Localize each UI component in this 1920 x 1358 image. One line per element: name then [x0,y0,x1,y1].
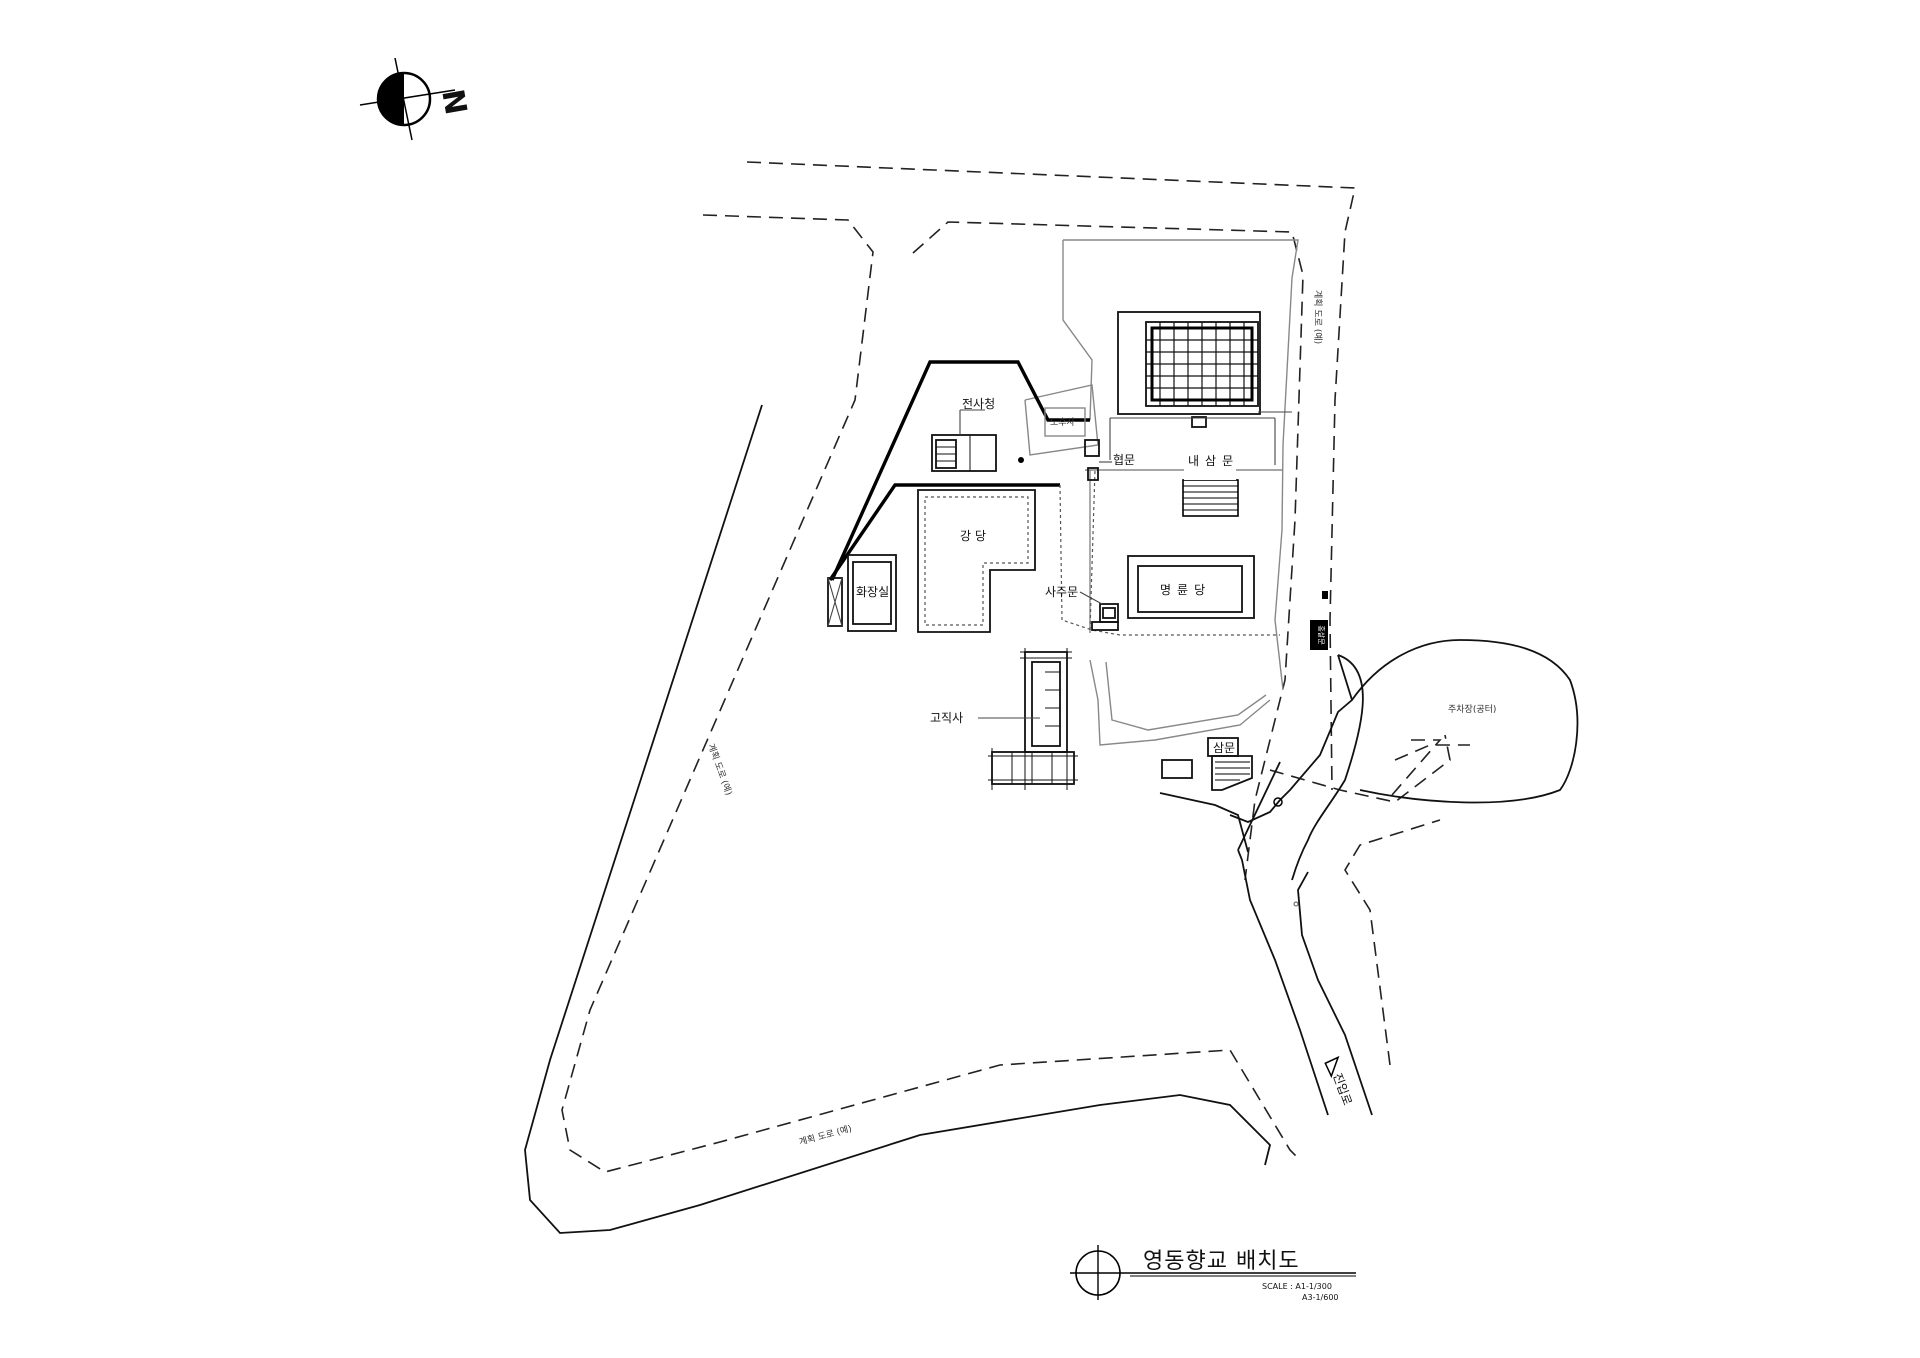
jeonsacheong-building: 전사청 [931,397,1024,472]
myeongryundang-label: 명륜당 [1160,583,1211,597]
gangdang-building: 강당 [917,489,1036,633]
title-text: 영동향교 배치도 [1143,1249,1300,1274]
myeongryundang-building: 명륜당 [1127,555,1255,619]
daeseongjeon-building [1109,311,1292,465]
hongsalmun-label: 홍살문 [1317,625,1326,645]
oesammun-gate: 삼문 [1161,737,1299,907]
road-west-label: 계획 도로 (예) [705,742,735,797]
parking-label: 주차장(공터) [1448,703,1496,715]
gojiksa-label: 고직사 [930,711,963,725]
access-road [524,404,1373,1234]
hwajangsil-label: 화장실 [856,585,889,599]
scale-line-2: A3-1/600 [1302,1293,1339,1302]
samumun-gate: 사주문 [1045,585,1119,631]
lecture-zone-wall [828,360,1280,636]
naesammun-gate: 내삼문 [1182,454,1239,517]
hwajangsil-building: 화장실 [827,554,897,632]
site-boundary [561,161,1470,1173]
oesammun-label: 삼문 [1213,741,1235,755]
hongsalmun-gate: 홍살문 [1310,591,1328,650]
naesammun-label: 내삼문 [1188,454,1239,468]
scale-line-1: SCALE : A1-1/300 [1262,1282,1332,1291]
enclosure-wall [1024,239,1299,746]
parking-lot: 주차장(공터) [1351,639,1579,804]
road-east-label: 계획 도로 (예) [1312,290,1324,344]
hyeopmun-label: 협문 [1113,453,1135,467]
jeonsacheong-label: 전사청 [962,397,995,411]
gangdang-label: 강당 [960,529,990,543]
entrance-marker: 진입로 [1324,1055,1355,1107]
north-label: N [434,87,473,118]
title-block: 영동향교 배치도 SCALE : A1-1/300 A3-1/600 [1070,1245,1356,1302]
samumun-label: 사주문 [1045,585,1078,599]
north-arrow-icon: N [359,57,473,141]
nosusa-label: 노후사 [1050,417,1076,428]
hyeopmun-gate: 협문 [1084,439,1135,481]
nosusa-building: 노후사 [1044,407,1086,437]
road-south-label: 계획 도로 (예) [798,1122,853,1148]
gojiksa-building: 고직사 [930,648,1078,790]
entrance-label: 진입로 [1330,1071,1354,1107]
